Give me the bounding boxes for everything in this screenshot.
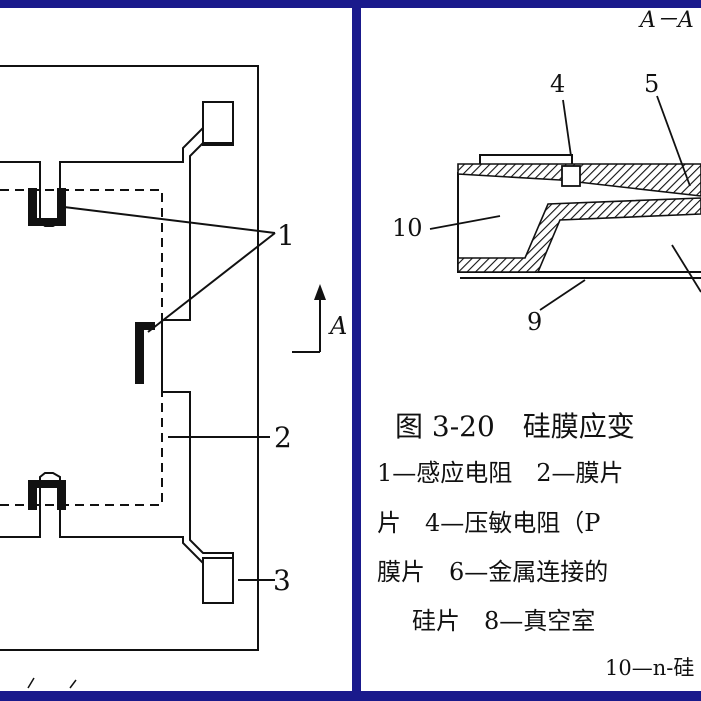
chip-outline xyxy=(0,65,259,651)
caption-line-2: 片 4—压敏电阻（P xyxy=(377,509,601,537)
leader-5 xyxy=(656,95,691,187)
leader-4 xyxy=(562,99,572,157)
membrane-layer xyxy=(457,197,701,273)
cross-section-diagram xyxy=(429,95,701,311)
label-5: 5 xyxy=(644,70,660,98)
leader-1a xyxy=(63,206,276,234)
label-9: 9 xyxy=(527,308,543,336)
section-arrow-head xyxy=(314,284,326,300)
section-title: A－A xyxy=(640,8,694,33)
panel-divider xyxy=(352,0,361,701)
leader-1b xyxy=(147,232,276,333)
resistor-bottom-left xyxy=(28,480,37,510)
leader-10 xyxy=(429,215,501,230)
resistor-bottom-right xyxy=(57,480,66,510)
label-1: 1 xyxy=(277,219,295,252)
leader-9 xyxy=(539,279,586,311)
label-2: 2 xyxy=(274,421,292,454)
conductor-outline xyxy=(0,101,234,604)
membrane-dashed-outline xyxy=(0,189,163,506)
figure-caption-title: 图 3-20 硅膜应变 xyxy=(395,410,635,443)
caption-line-4: 硅片 8—真空室 xyxy=(412,607,596,635)
label-4: 4 xyxy=(550,70,566,98)
plan-view-diagram xyxy=(0,65,326,689)
leader-7 xyxy=(671,244,701,293)
label-10: 10 xyxy=(392,214,423,242)
caption-line-5: 10—n-硅 xyxy=(605,656,695,680)
resistor-group xyxy=(28,188,155,510)
resistor-top-left xyxy=(28,188,37,224)
metal-contact xyxy=(479,154,573,164)
bond-pad-bottom xyxy=(202,557,234,604)
label-3: 3 xyxy=(273,564,291,597)
bottom-frame-bar xyxy=(0,691,701,701)
bond-pad-top xyxy=(202,101,234,146)
piezoresistor xyxy=(561,165,581,187)
top-frame-bar xyxy=(0,0,701,8)
caption-line-3: 膜片 6—金属连接的 xyxy=(377,558,609,586)
caption-line-1: 1—感应电阻 2—膜片 xyxy=(377,459,624,487)
resistor-top-right xyxy=(57,188,66,224)
resistor-middle xyxy=(135,322,144,384)
section-label-a: A xyxy=(330,312,348,340)
